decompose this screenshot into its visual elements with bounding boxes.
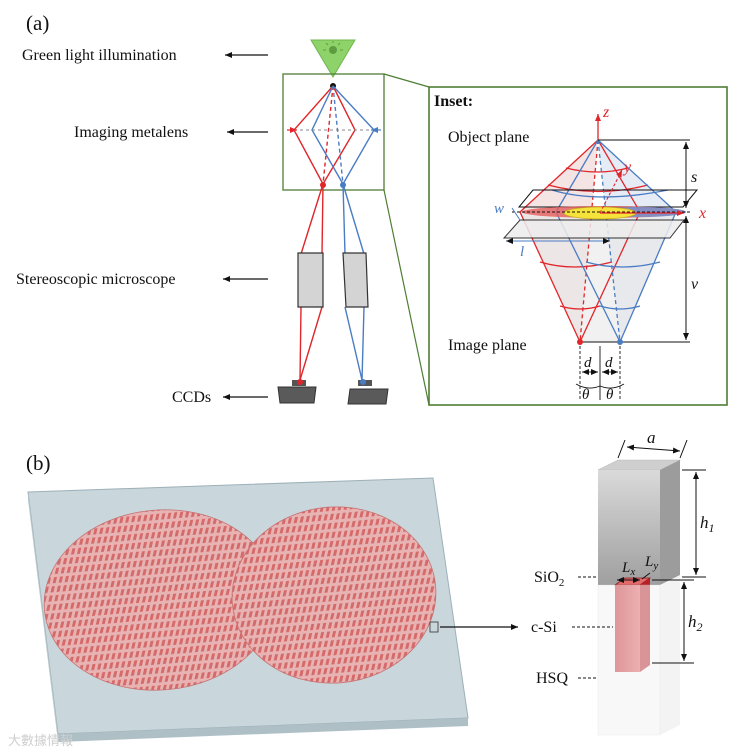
label-illumination: Green light illumination	[22, 47, 177, 64]
dim-a-line	[626, 444, 681, 454]
dim-ly-label: Ly	[644, 554, 658, 572]
hsq-label: HSQ	[536, 670, 568, 687]
axis-z-label: z	[602, 104, 610, 121]
object-plane-label: Object plane	[448, 129, 529, 146]
label-ccds: CCDs	[172, 389, 211, 406]
panel-b-label: (b)	[26, 451, 51, 475]
theta1-label: θ	[582, 387, 590, 403]
blue-optical-path	[311, 85, 375, 381]
sio2-label: SiO2	[534, 569, 564, 589]
dim-d2-label: d	[605, 355, 613, 371]
dim-ly-line	[641, 572, 651, 580]
panel-b: (b)	[26, 428, 715, 742]
label-metalens: Imaging metalens	[74, 124, 188, 141]
microscope-tube-right	[342, 252, 369, 308]
metasurface-array	[43, 506, 437, 691]
inset-title: Inset:	[434, 93, 473, 110]
sun-icon	[329, 46, 337, 54]
dim-a-label: a	[647, 428, 656, 447]
dim-d1-label: d	[584, 355, 592, 371]
inset-blue-image-point	[617, 339, 623, 345]
watermark: 大數據情報	[8, 734, 73, 749]
axis-y	[599, 169, 623, 214]
inset-red-image-point	[577, 339, 583, 345]
dim-w-label: w	[494, 201, 504, 217]
axis-y-label: y	[622, 159, 632, 176]
dim-l-label: l	[520, 244, 524, 260]
inset-metalens-slab	[502, 189, 699, 239]
microscope-tube-left	[297, 252, 324, 308]
label-microscope: Stereoscopic microscope	[16, 271, 176, 288]
unit-cell	[597, 459, 681, 736]
ccd-right	[347, 379, 389, 405]
red-image-point	[320, 182, 326, 188]
panel-a-label: (a)	[26, 11, 49, 35]
image-plane-label: Image plane	[448, 337, 527, 354]
panel-a: (a) Green light illumination Imaging met…	[16, 11, 728, 406]
csi-label: c-Si	[531, 619, 557, 636]
dim-lx-label: Lx	[621, 560, 635, 578]
dim-h1-label: h1	[700, 513, 715, 535]
unit-cell-marker	[429, 621, 439, 633]
metalens-box	[282, 73, 385, 191]
green-light-source	[310, 39, 356, 89]
blue-image-point	[340, 182, 346, 188]
axis-x-label: x	[698, 205, 706, 222]
dim-s-label: s	[691, 169, 697, 186]
dim-v-label: v	[691, 276, 699, 293]
dim-w-line	[511, 207, 521, 221]
ccd-left	[277, 379, 317, 404]
dim-h2-label: h2	[688, 612, 703, 634]
theta2-label: θ	[606, 387, 614, 403]
